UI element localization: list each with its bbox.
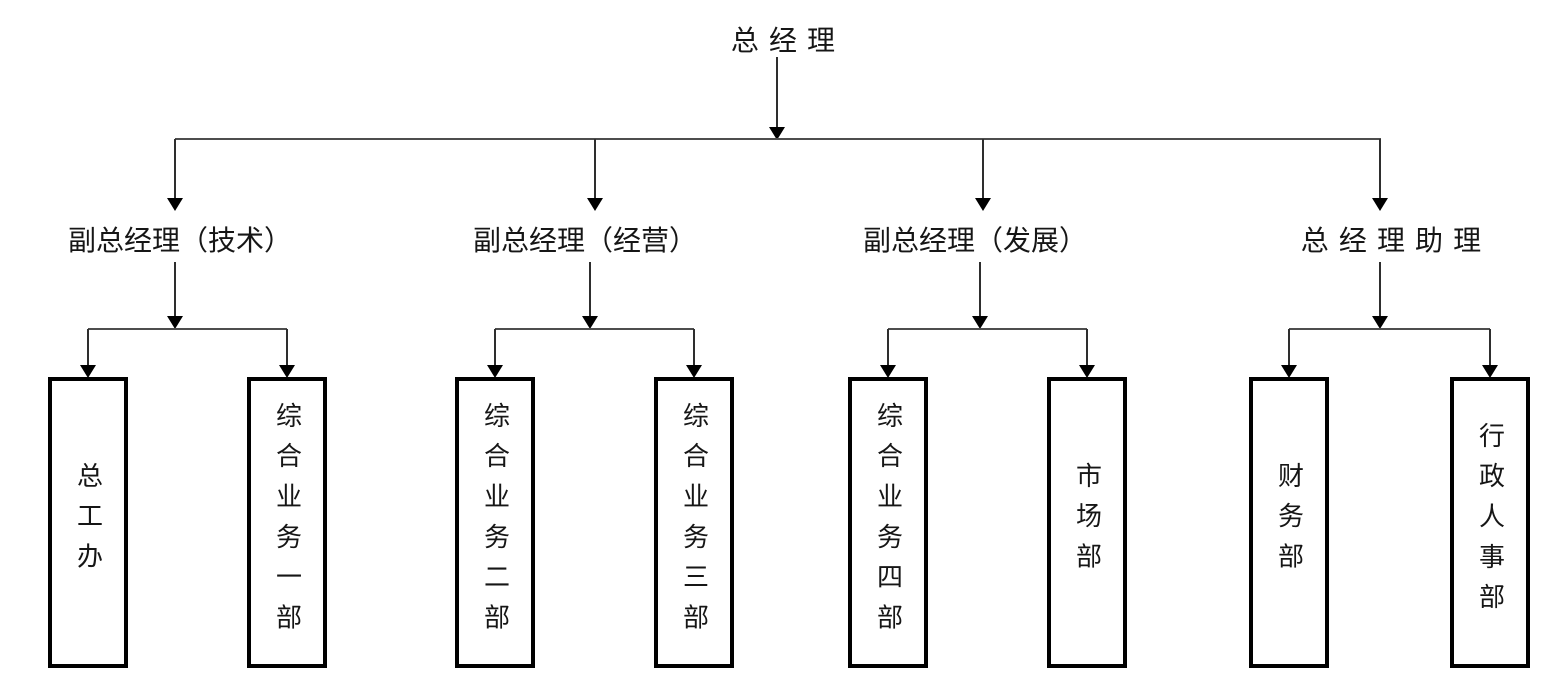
- connector-stem-development: [979, 262, 981, 317]
- connector-box-drop: [286, 329, 288, 366]
- connector-box-drop: [1288, 329, 1290, 366]
- connector-splitter-development: [888, 328, 1087, 330]
- node-vp-technology: 副总经理（技术）: [67, 226, 293, 257]
- node-label: 综合业务一部: [272, 401, 302, 644]
- node-marketing-dept: 市场部: [1047, 377, 1127, 668]
- connector-box-drop: [87, 329, 89, 366]
- arrow-down-icon: [167, 316, 183, 329]
- node-business-dept-4: 综合业务四部: [848, 377, 928, 668]
- connector-drop-development: [982, 139, 984, 199]
- connector-splitter-assistant: [1289, 328, 1490, 330]
- node-label: 财务部: [1274, 462, 1304, 583]
- node-label: 综合业务二部: [480, 401, 510, 644]
- node-label: 综合业务四部: [873, 401, 903, 644]
- node-business-dept-3: 综合业务三部: [654, 377, 734, 668]
- arrow-down-icon: [582, 316, 598, 329]
- arrow-down-icon: [1482, 365, 1498, 378]
- connector-box-drop: [887, 329, 889, 366]
- connector-stem-operations: [589, 262, 591, 317]
- node-label: 市场部: [1072, 462, 1102, 583]
- node-label: 总工办: [73, 462, 103, 583]
- connector-drop-assistant: [1379, 139, 1381, 199]
- node-business-dept-2: 综合业务二部: [455, 377, 535, 668]
- arrow-down-icon: [975, 198, 991, 211]
- node-label: 行政人事部: [1475, 421, 1505, 624]
- connector-splitter-tech: [88, 328, 287, 330]
- connector-stem-assistant: [1379, 262, 1381, 317]
- node-vp-operations: 副总经理（经营）: [472, 226, 698, 257]
- connector-drop-operations: [594, 139, 596, 199]
- arrow-down-icon: [972, 316, 988, 329]
- node-business-dept-1: 综合业务一部: [247, 377, 327, 668]
- arrow-down-icon: [279, 365, 295, 378]
- arrow-down-icon: [167, 198, 183, 211]
- arrow-down-icon: [587, 198, 603, 211]
- arrow-down-icon: [769, 127, 785, 140]
- connector-stem-tech: [174, 262, 176, 317]
- connector-drop-tech: [174, 139, 176, 199]
- node-vp-development: 副总经理（发展）: [862, 226, 1088, 257]
- node-gm-assistant: 总经理助理: [1300, 226, 1492, 257]
- connector-splitter-operations: [495, 328, 694, 330]
- arrow-down-icon: [1079, 365, 1095, 378]
- arrow-down-icon: [80, 365, 96, 378]
- connector-main-rail: [175, 138, 1381, 140]
- arrow-down-icon: [1281, 365, 1297, 378]
- arrow-down-icon: [686, 365, 702, 378]
- node-chief-engineer-office: 总工办: [48, 377, 128, 668]
- node-admin-hr-dept: 行政人事部: [1450, 377, 1530, 668]
- arrow-down-icon: [880, 365, 896, 378]
- connector-box-drop: [693, 329, 695, 366]
- arrow-down-icon: [1372, 198, 1388, 211]
- node-general-manager: 总经理: [730, 26, 846, 57]
- connector-box-drop: [494, 329, 496, 366]
- arrow-down-icon: [487, 365, 503, 378]
- node-finance-dept: 财务部: [1249, 377, 1329, 668]
- connector-box-drop: [1489, 329, 1491, 366]
- connector-root-stem: [776, 57, 778, 128]
- arrow-down-icon: [1372, 316, 1388, 329]
- connector-box-drop: [1086, 329, 1088, 366]
- node-label: 综合业务三部: [679, 401, 709, 644]
